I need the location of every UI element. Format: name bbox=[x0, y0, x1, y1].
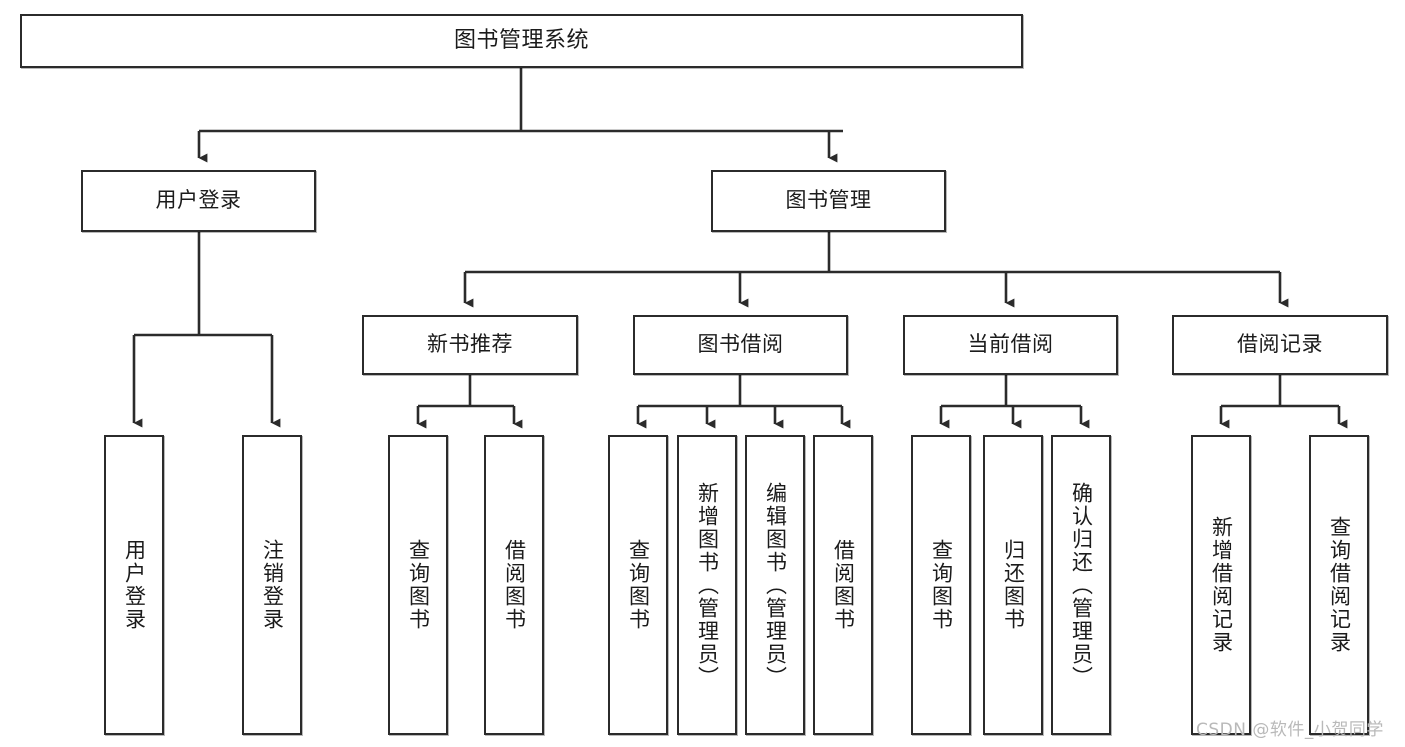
node-borrow-record-label: 借阅记录 bbox=[1237, 332, 1323, 357]
node-book-manage-label: 图书管理 bbox=[785, 188, 872, 213]
node-leaf-query-book-3-label: 查询图书 bbox=[929, 539, 954, 631]
node-leaf-return-book[interactable]: 归还图书 bbox=[983, 435, 1043, 735]
node-user-login-label: 用户登录 bbox=[155, 188, 242, 213]
node-leaf-borrow-book-2-label: 借阅图书 bbox=[831, 539, 856, 631]
node-leaf-user-logout-label: 注销登录 bbox=[260, 539, 285, 631]
node-leaf-edit-book[interactable]: 编辑图书（管理员） bbox=[745, 435, 805, 735]
node-leaf-return-book-label: 归还图书 bbox=[1001, 539, 1026, 631]
node-leaf-query-book-2-label: 查询图书 bbox=[626, 539, 651, 631]
node-leaf-add-record[interactable]: 新增借阅记录 bbox=[1191, 435, 1251, 735]
node-leaf-query-book-2[interactable]: 查询图书 bbox=[608, 435, 668, 735]
node-leaf-query-record-label: 查询借阅记录 bbox=[1327, 516, 1352, 654]
node-borrow-record[interactable]: 借阅记录 bbox=[1172, 315, 1388, 375]
node-root-label: 图书管理系统 bbox=[453, 27, 589, 53]
node-leaf-add-book[interactable]: 新增图书（管理员） bbox=[677, 435, 737, 735]
node-leaf-add-record-label: 新增借阅记录 bbox=[1209, 516, 1234, 654]
node-leaf-query-book-3[interactable]: 查询图书 bbox=[911, 435, 971, 735]
node-leaf-borrow-book-1[interactable]: 借阅图书 bbox=[484, 435, 544, 735]
node-leaf-user-login-label: 用户登录 bbox=[122, 539, 147, 631]
node-leaf-borrow-book-1-label: 借阅图书 bbox=[502, 539, 527, 631]
csdn-watermark: CSDN @软件_小贺同学 bbox=[1196, 720, 1384, 740]
node-current-borrow-label: 当前借阅 bbox=[967, 332, 1054, 357]
node-leaf-user-logout[interactable]: 注销登录 bbox=[242, 435, 302, 735]
node-new-book-rec[interactable]: 新书推荐 bbox=[362, 315, 578, 375]
node-leaf-borrow-book-2[interactable]: 借阅图书 bbox=[813, 435, 873, 735]
node-leaf-edit-book-label: 编辑图书（管理员） bbox=[763, 481, 788, 689]
node-leaf-confirm-return-label: 确认归还（管理员） bbox=[1069, 481, 1094, 689]
node-leaf-query-record[interactable]: 查询借阅记录 bbox=[1309, 435, 1369, 735]
node-leaf-query-book-1[interactable]: 查询图书 bbox=[388, 435, 448, 735]
node-leaf-user-login[interactable]: 用户登录 bbox=[104, 435, 164, 735]
node-user-login[interactable]: 用户登录 bbox=[81, 170, 316, 232]
node-leaf-confirm-return[interactable]: 确认归还（管理员） bbox=[1051, 435, 1111, 735]
node-book-manage[interactable]: 图书管理 bbox=[711, 170, 946, 232]
node-book-borrow[interactable]: 图书借阅 bbox=[633, 315, 848, 375]
node-leaf-add-book-label: 新增图书（管理员） bbox=[695, 481, 720, 689]
node-current-borrow[interactable]: 当前借阅 bbox=[903, 315, 1118, 375]
node-leaf-query-book-1-label: 查询图书 bbox=[406, 539, 431, 631]
node-new-book-rec-label: 新书推荐 bbox=[427, 332, 513, 357]
node-book-borrow-label: 图书借阅 bbox=[697, 332, 784, 357]
node-root[interactable]: 图书管理系统 bbox=[20, 14, 1023, 68]
